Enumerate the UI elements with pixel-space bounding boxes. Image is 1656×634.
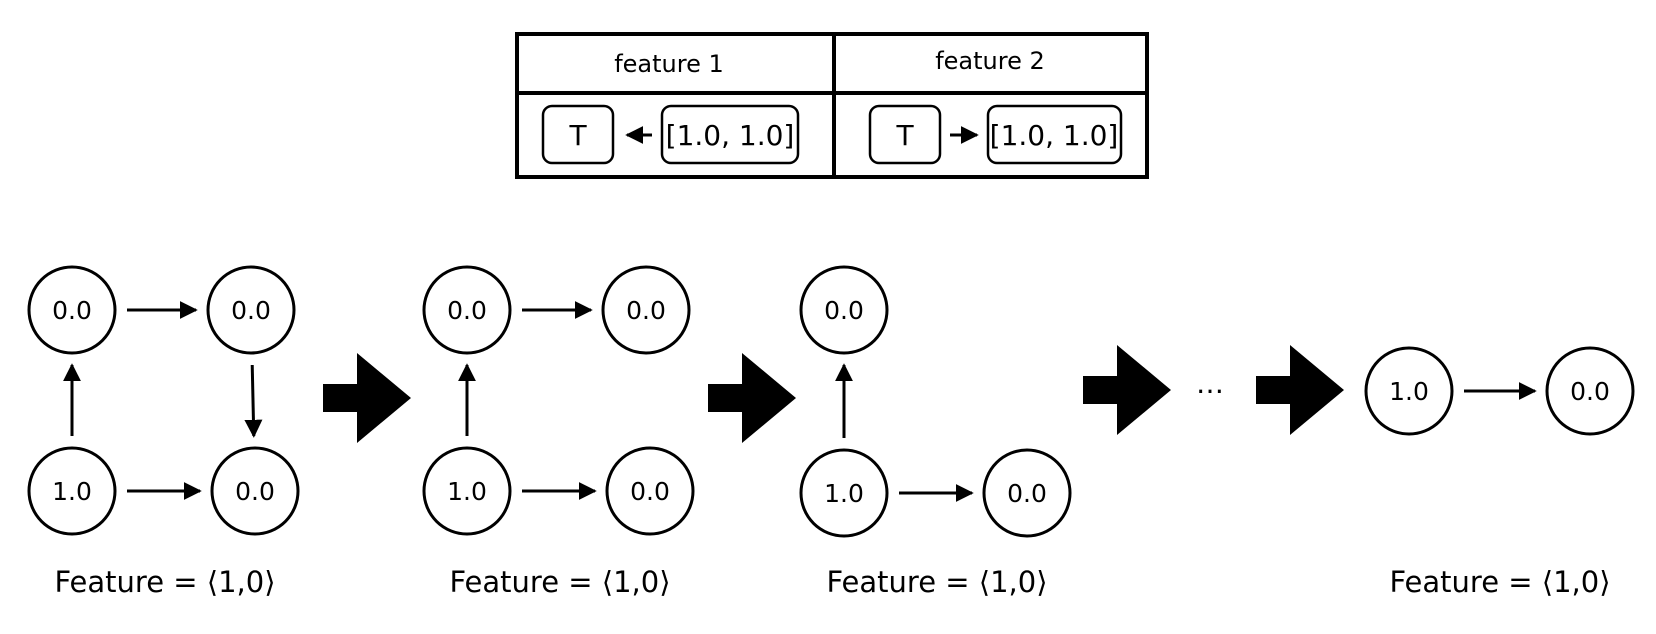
node-circle bbox=[605, 446, 695, 536]
node-circle bbox=[210, 446, 300, 536]
node-value: 1.0 bbox=[824, 479, 864, 508]
node-value: 0.0 bbox=[52, 296, 92, 325]
graph-node: 0.0 bbox=[982, 448, 1072, 538]
vector-label: [1.0, 1.0] bbox=[666, 119, 795, 152]
graph-node: 0.0 bbox=[27, 265, 117, 355]
node-value: 0.0 bbox=[630, 477, 670, 506]
transition-arrow-icon bbox=[708, 353, 796, 443]
graph-caption: Feature = ⟨1,0⟩ bbox=[54, 565, 275, 599]
ellipsis-text: … bbox=[1196, 367, 1224, 400]
transition-arrow-icon bbox=[1256, 345, 1344, 435]
node-value: 0.0 bbox=[626, 296, 666, 325]
graph-caption: Feature = ⟨1,0⟩ bbox=[1389, 565, 1610, 599]
graph-node: 0.0 bbox=[206, 265, 296, 355]
graph-node: 0.0 bbox=[601, 265, 691, 355]
token-label: T bbox=[895, 119, 914, 152]
graph-node: 0.0 bbox=[1545, 346, 1635, 436]
vector-label: [1.0, 1.0] bbox=[990, 119, 1119, 152]
node-circle bbox=[799, 265, 889, 355]
transition-arrow-icon bbox=[1083, 345, 1171, 435]
node-circle bbox=[27, 446, 117, 536]
transition-arrows bbox=[323, 345, 1344, 443]
graph-node: 1.0 bbox=[27, 446, 117, 536]
node-value: 0.0 bbox=[235, 477, 275, 506]
token-box bbox=[541, 104, 615, 165]
graph-caption: Feature = ⟨1,0⟩ bbox=[449, 565, 670, 599]
feature-table: feature 1 feature 2 T [1.0, 1.0] T [1.0,… bbox=[515, 32, 1149, 179]
graph-node: 0.0 bbox=[799, 265, 889, 355]
node-value: 1.0 bbox=[52, 477, 92, 506]
node-value: 0.0 bbox=[447, 296, 487, 325]
graph-node: 1.0 bbox=[799, 448, 889, 538]
graph-node: 0.0 bbox=[422, 265, 512, 355]
node-circle bbox=[27, 265, 117, 355]
node-value: 1.0 bbox=[447, 477, 487, 506]
node-value: 0.0 bbox=[824, 296, 864, 325]
graph-node: 0.0 bbox=[605, 446, 695, 536]
node-circle bbox=[422, 265, 512, 355]
vector-box bbox=[986, 104, 1123, 165]
token-label: T bbox=[568, 119, 587, 152]
table-header-feature-1: feature 1 bbox=[614, 50, 724, 78]
graph-node: 0.0 bbox=[210, 446, 300, 536]
token-box bbox=[868, 104, 942, 165]
table-header-feature-2: feature 2 bbox=[935, 47, 1045, 75]
vector-box bbox=[660, 104, 800, 165]
node-circle bbox=[1545, 346, 1635, 436]
graph-node: 1.0 bbox=[1364, 346, 1454, 436]
node-value: 0.0 bbox=[1570, 377, 1610, 406]
node-circle bbox=[799, 448, 889, 538]
table-cell-feature-2: T [1.0, 1.0] bbox=[868, 104, 1123, 165]
node-value: 0.0 bbox=[231, 296, 271, 325]
transition-arrow-icon bbox=[323, 353, 411, 443]
node-circle bbox=[982, 448, 1072, 538]
graph-caption: Feature = ⟨1,0⟩ bbox=[826, 565, 1047, 599]
node-circle bbox=[422, 446, 512, 536]
table-cell-feature-1: T [1.0, 1.0] bbox=[541, 104, 800, 165]
edge-b-to-d bbox=[244, 364, 263, 438]
node-value: 1.0 bbox=[1389, 377, 1429, 406]
node-value: 0.0 bbox=[1007, 479, 1047, 508]
node-circle bbox=[601, 265, 691, 355]
graph-node: 1.0 bbox=[422, 446, 512, 536]
node-circle bbox=[206, 265, 296, 355]
node-circle bbox=[1364, 346, 1454, 436]
